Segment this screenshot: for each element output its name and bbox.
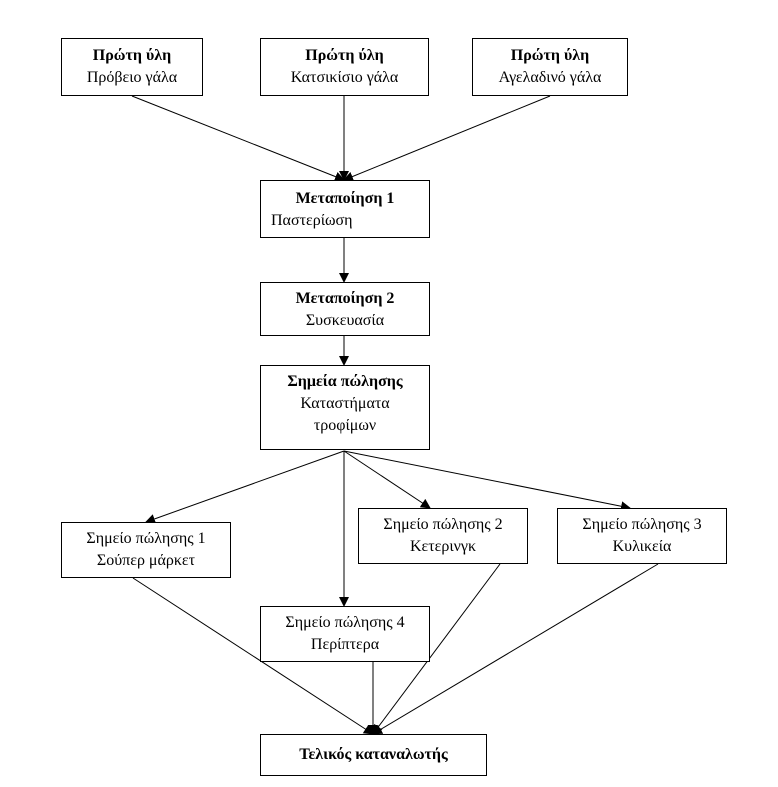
processing-1-heading: Μεταποίηση 1 xyxy=(295,190,395,207)
final-consumer-box: Τελικός καταναλωτής xyxy=(260,734,487,776)
raw-material-heading: Πρώτη ύλη xyxy=(305,47,384,64)
arrow-sales-to-pos1 xyxy=(145,450,345,524)
raw-material-box-cow-milk: Πρώτη ύλη Αγελαδινό γάλα xyxy=(472,38,628,96)
arrow-sales-to-pos2 xyxy=(343,450,431,509)
arrow-src1-to-proc1 xyxy=(131,95,345,182)
sale-point-title: Σημείο πώλησης 1 xyxy=(86,530,206,547)
sale-point-label: Σούπερ μάρκετ xyxy=(96,552,196,569)
processing-1-box: Μεταποίηση 1 Παστερίωση xyxy=(260,180,430,238)
processing-1-label: Παστερίωση xyxy=(271,212,353,229)
points-of-sale-line-1: Καταστήματα xyxy=(300,395,390,412)
sale-point-1-box: Σημείο πώλησης 1 Σούπερ μάρκετ xyxy=(61,522,231,578)
processing-2-label: Συσκευασία xyxy=(305,312,385,329)
sale-point-2-box: Σημείο πώλησης 2 Κετερινγκ xyxy=(358,508,528,564)
arrow-sales-to-pos3 xyxy=(343,450,631,512)
arrow-pos1-to-final xyxy=(132,577,374,735)
raw-material-label: Κατσικίσιο γάλα xyxy=(290,69,399,86)
sale-point-4-box: Σημείο πώλησης 4 Περίπτερα xyxy=(260,606,430,662)
points-of-sale-heading: Σημεία πώλησης xyxy=(287,373,403,390)
sale-point-label: Κετερινγκ xyxy=(409,538,477,555)
sale-point-title: Σημείο πώλησης 4 xyxy=(285,614,405,631)
raw-material-heading: Πρώτη ύλη xyxy=(92,47,172,64)
arrow-pos3-to-final xyxy=(372,563,659,735)
arrow-pos2-to-final xyxy=(372,563,501,735)
raw-material-box-goat-milk: Πρώτη ύλη Κατσικίσιο γάλα xyxy=(260,38,429,96)
final-consumer-label: Τελικός καταναλωτής xyxy=(299,746,448,763)
sale-point-3-box: Σημείο πώλησης 3 Κυλικεία xyxy=(557,508,727,564)
raw-material-label: Αγελαδινό γάλα xyxy=(498,69,602,86)
raw-material-label: Πρόβειο γάλα xyxy=(86,69,178,86)
sale-point-label: Κυλικεία xyxy=(612,538,672,555)
points-of-sale-line-2: τροφίμων xyxy=(313,417,377,434)
sale-point-title: Σημείο πώλησης 2 xyxy=(383,516,503,533)
raw-material-box-sheep-milk: Πρώτη ύλη Πρόβειο γάλα xyxy=(61,38,203,96)
points-of-sale-box: Σημεία πώλησης Καταστήματα τροφίμων xyxy=(260,365,430,450)
raw-material-heading: Πρώτη ύλη xyxy=(510,47,590,64)
arrow-src3-to-proc1 xyxy=(343,95,551,182)
sale-point-title: Σημείο πώλησης 3 xyxy=(582,516,702,533)
processing-2-heading: Μεταποίηση 2 xyxy=(295,290,395,307)
sale-point-label: Περίπτερα xyxy=(310,636,380,653)
processing-2-box: Μεταποίηση 2 Συσκευασία xyxy=(260,282,430,336)
